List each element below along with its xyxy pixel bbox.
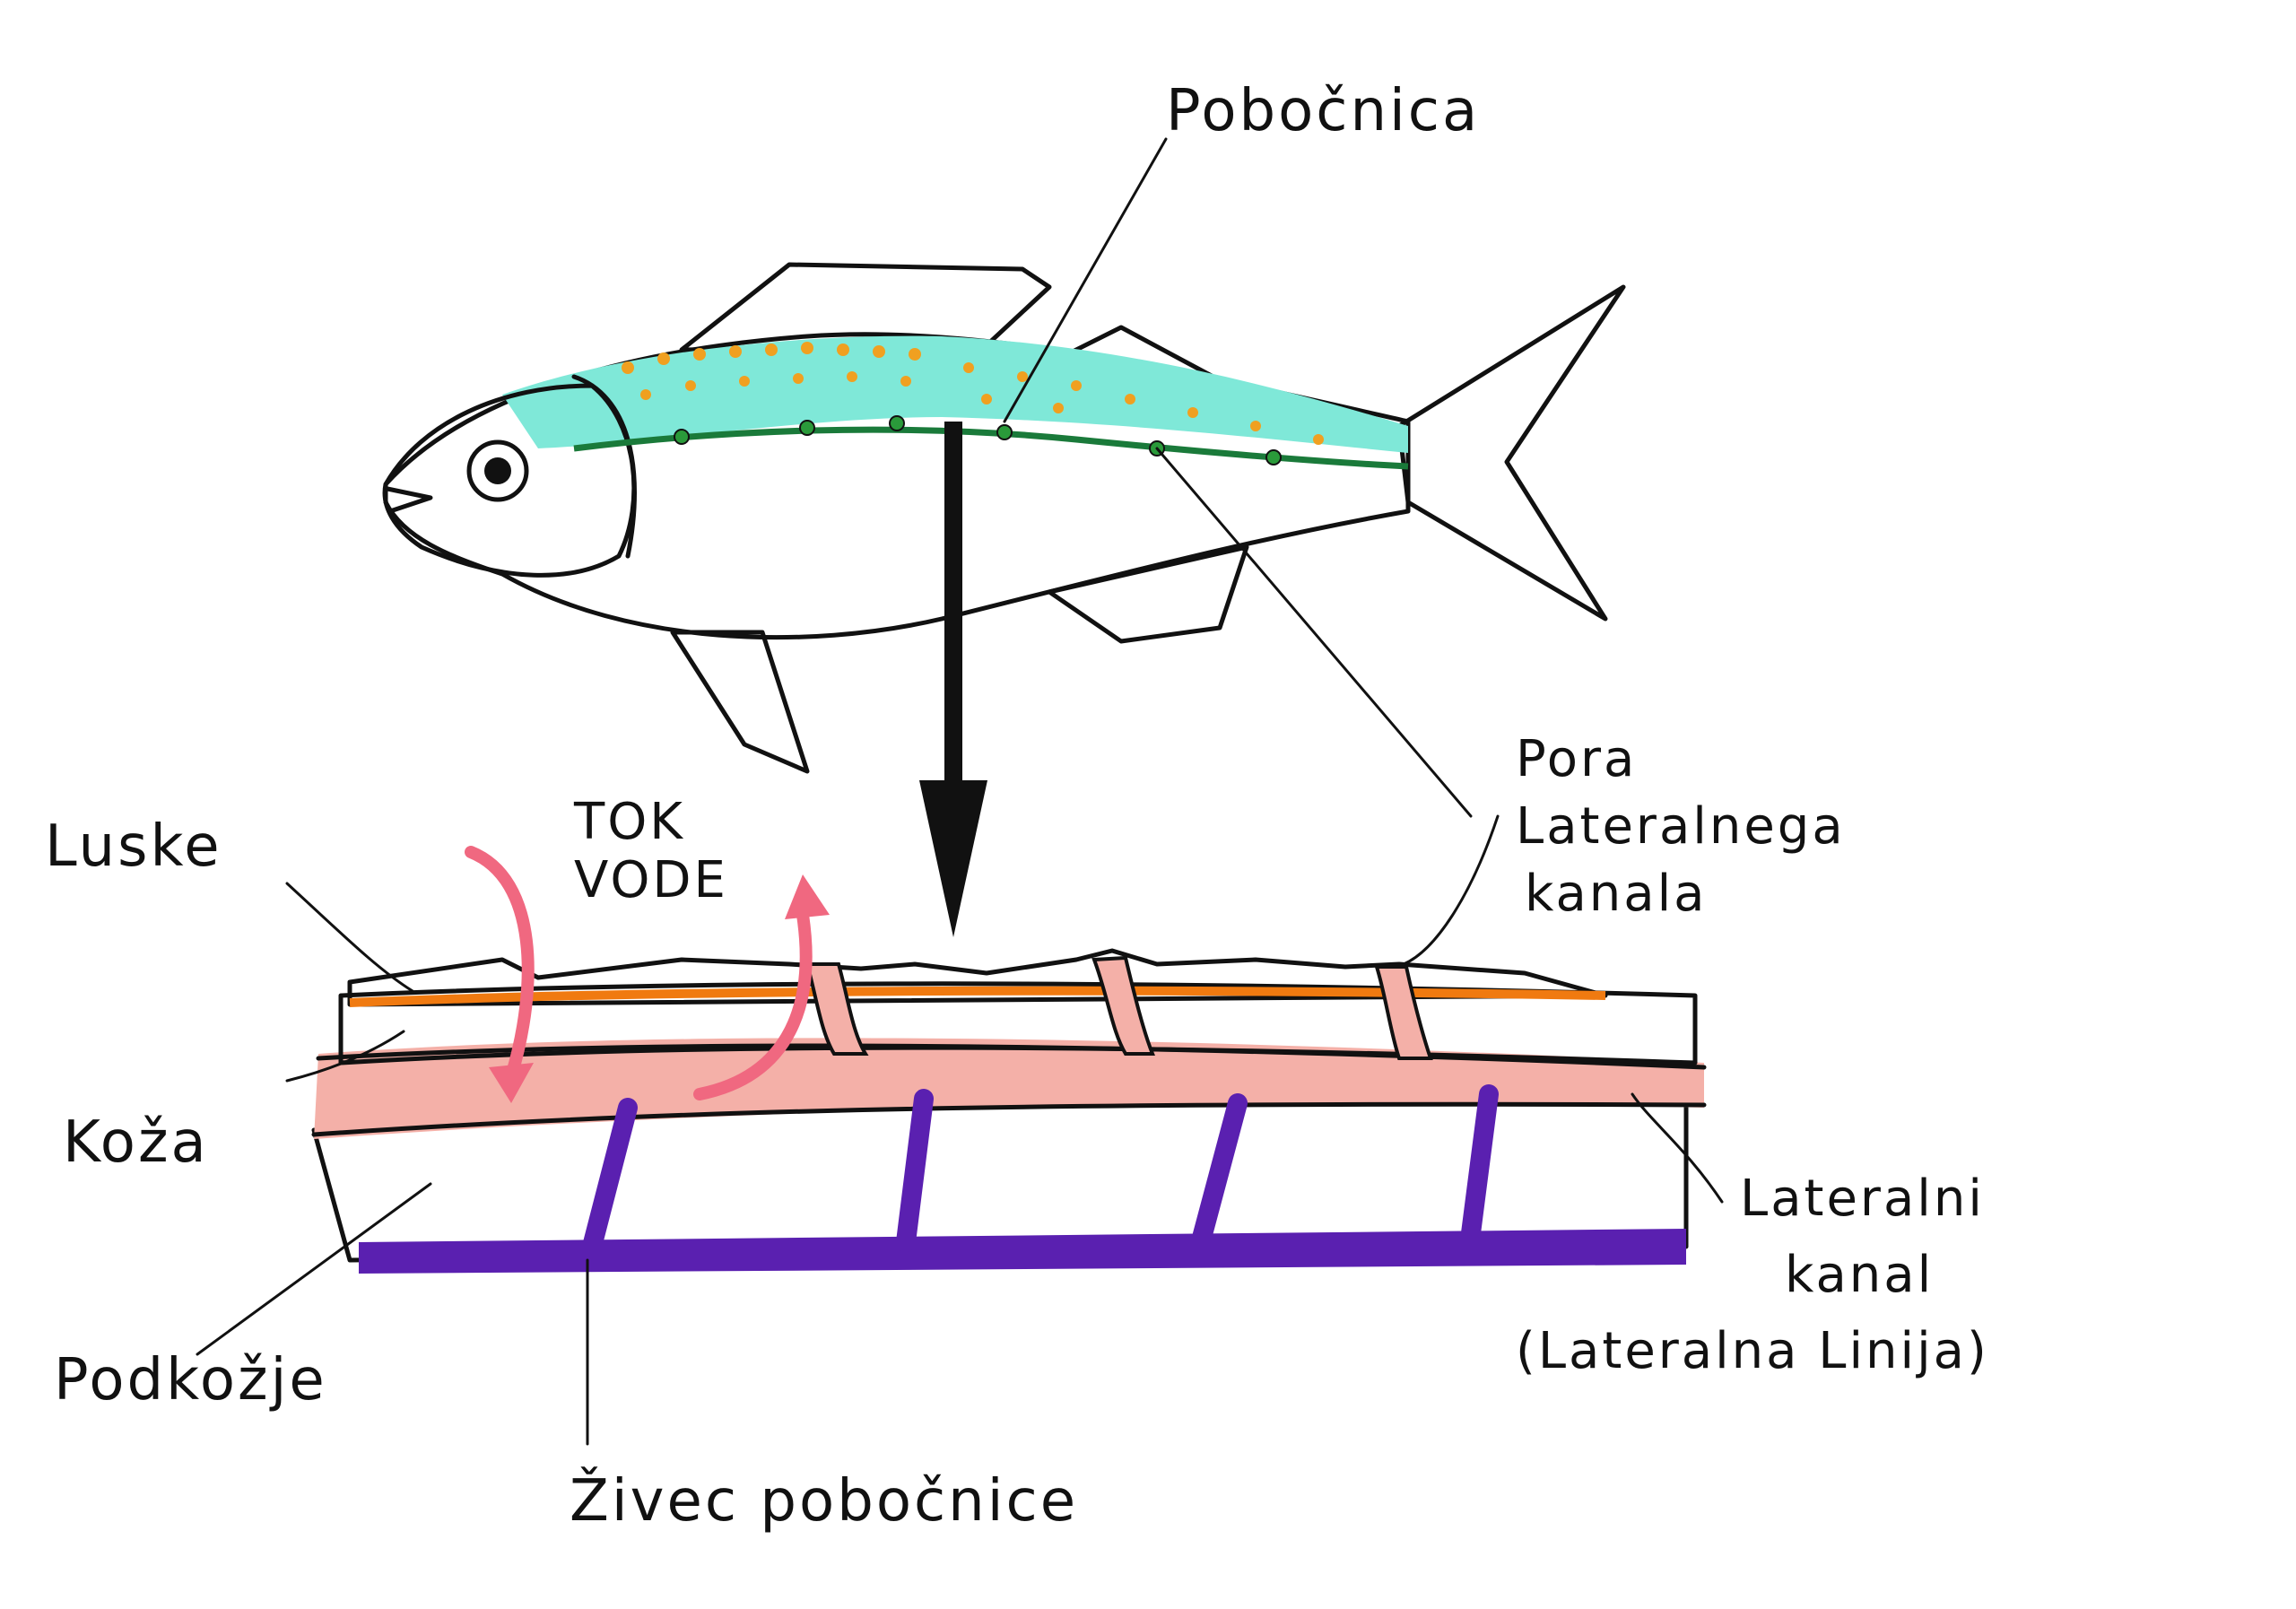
fish-lateral-line: [573, 426, 1409, 470]
fish-head: [382, 383, 637, 578]
scales-orange-edge: [349, 986, 1606, 1007]
flow-arrow-out: [693, 909, 813, 1100]
label-lateralni-line3: (Lateralna Linija): [1516, 1322, 1989, 1380]
fish-pupil: [484, 457, 511, 484]
fish-illustration: [382, 262, 1626, 774]
fish-mouth: [385, 486, 433, 514]
skin-cross-section: [311, 948, 1707, 1274]
lateral-line-pores: [674, 415, 1282, 465]
fish-back: [502, 335, 1408, 453]
label-lateralni-line1: Lateralni: [1740, 1170, 1985, 1228]
scales-layer: [347, 948, 1608, 1007]
water-flow-arrows: [465, 846, 830, 1103]
label-zivec: Živec pobočnice: [570, 1466, 1078, 1535]
flow-arrow-in: [465, 846, 535, 1083]
label-podkozje: Podkožje: [54, 1347, 327, 1413]
label-tok-vode-line1: TOK: [573, 793, 685, 851]
canal-pores: [804, 955, 1433, 1060]
label-pora-line1: Pora: [1516, 730, 1637, 788]
tail-fin: [1396, 284, 1626, 622]
label-pora-line3: kanala: [1525, 865, 1707, 923]
label-lateralni-line2: kanal: [1785, 1246, 1934, 1304]
fish-eye: [466, 439, 529, 502]
label-tok-vode-line2: VODE: [574, 851, 728, 909]
label-koza: Koža: [63, 1109, 209, 1176]
orange-spots: [622, 342, 1324, 445]
nerve-strip: [359, 1229, 1686, 1274]
pelvic-fin: [670, 630, 810, 774]
anal-fin: [1047, 544, 1249, 644]
label-pora-line2: Lateralnega: [1516, 797, 1846, 856]
nerve-branches: [582, 1084, 1499, 1257]
skin-layer: [338, 981, 1698, 1065]
zoom-arrow: [919, 422, 987, 937]
label-pobocnica: Poboč­nica: [1166, 78, 1480, 144]
fish-body: [383, 332, 1411, 640]
label-luske: Luske: [45, 813, 222, 880]
leader-lines: [196, 137, 1724, 1446]
